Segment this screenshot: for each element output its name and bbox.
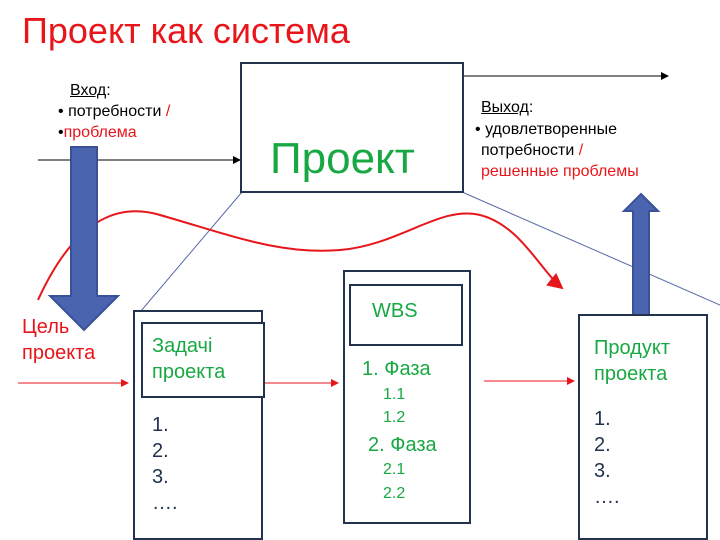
output-line-2-text: потребности bbox=[481, 142, 575, 159]
page-title: Проект как система bbox=[22, 10, 350, 51]
bullet: • bbox=[475, 121, 481, 138]
input-heading: Вход: bbox=[70, 80, 111, 101]
list-item: 1. bbox=[152, 414, 169, 436]
output-heading-label: Выход bbox=[481, 99, 529, 116]
output-line-1: • удовлетворенные bbox=[475, 119, 617, 140]
product-label-line-1: Продукт bbox=[594, 337, 670, 359]
list-item: 2. bbox=[152, 440, 169, 462]
list-item: …. bbox=[594, 486, 620, 508]
up-block-arrow bbox=[621, 192, 661, 329]
wbs-label: WBS bbox=[372, 300, 418, 322]
list-item: 3. bbox=[152, 466, 169, 488]
product-label: Продукт проекта bbox=[594, 335, 670, 387]
tasks-label-line-2: проекта bbox=[152, 361, 226, 383]
output-line-1-text: удовлетворенные bbox=[485, 121, 618, 138]
output-line-3: решенные проблемы bbox=[481, 163, 639, 180]
input-heading-label: Вход bbox=[70, 82, 107, 99]
wbs-phase-1-item: 1.2 bbox=[383, 409, 406, 426]
bullet: • bbox=[58, 103, 64, 120]
wbs-phase-1: 1. Фаза bbox=[362, 358, 431, 380]
down-block-arrow bbox=[47, 146, 121, 332]
project-label: Проект bbox=[270, 134, 415, 183]
input-item-separator: / bbox=[161, 103, 171, 120]
goal-label: Цель проекта bbox=[22, 314, 95, 366]
list-item: 2. bbox=[594, 434, 611, 456]
tasks-label: Задачі проекта bbox=[152, 333, 225, 385]
tasks-label-box bbox=[141, 322, 265, 398]
wbs-label-box bbox=[349, 284, 463, 346]
output-heading-colon: : bbox=[528, 99, 534, 116]
input-item-problem-text: проблема bbox=[63, 124, 137, 141]
goal-label-line-2: проекта bbox=[22, 342, 96, 364]
wbs-phase-2-item: 2.1 bbox=[383, 461, 406, 478]
goal-label-line-1: Цель bbox=[22, 316, 70, 338]
output-heading: Выход: bbox=[481, 97, 533, 118]
project-box bbox=[240, 62, 464, 193]
bullet: • bbox=[58, 124, 64, 141]
input-item-needs: • потребности / bbox=[58, 101, 170, 122]
wbs-phase-2: 2. Фаза bbox=[368, 434, 437, 456]
perspective-line-left bbox=[134, 191, 243, 319]
input-item-problem: •проблема bbox=[58, 122, 137, 143]
list-item: …. bbox=[152, 492, 178, 514]
input-heading-colon: : bbox=[106, 82, 111, 99]
input-item-needs-text: потребности bbox=[68, 103, 162, 120]
tasks-label-line-1: Задачі bbox=[152, 335, 213, 357]
tasks-list: 1. 2. 3. …. bbox=[152, 412, 178, 516]
list-item: 1. bbox=[594, 408, 611, 430]
output-separator: / bbox=[574, 142, 584, 159]
output-line-2: потребности / bbox=[481, 140, 583, 161]
product-list: 1. 2. 3. …. bbox=[594, 406, 620, 510]
wbs-phase-2-item: 2.2 bbox=[383, 485, 406, 502]
red-curve bbox=[37, 210, 564, 301]
wbs-phase-1-item: 1.1 bbox=[383, 386, 406, 403]
list-item: 3. bbox=[594, 460, 611, 482]
perspective-line-right bbox=[461, 191, 720, 306]
product-panel bbox=[578, 314, 708, 540]
product-label-line-2: проекта bbox=[594, 363, 668, 385]
